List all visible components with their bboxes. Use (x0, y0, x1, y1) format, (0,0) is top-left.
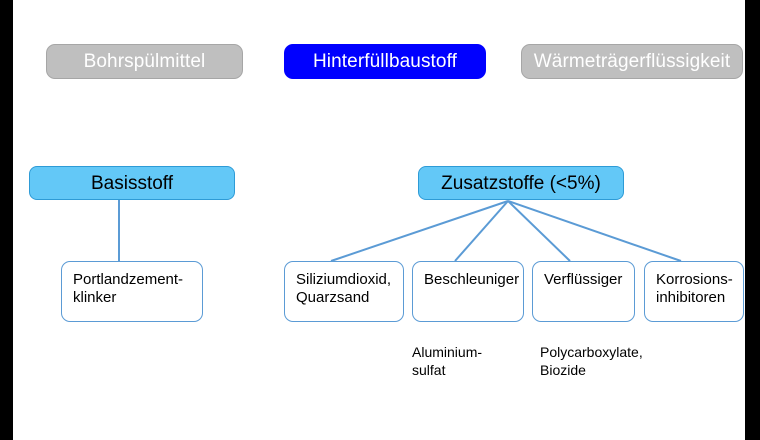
node-verfluessiger[interactable]: Verflüssiger (532, 261, 635, 322)
annotation-line-2: Biozide (540, 362, 586, 378)
node-korrosionsinhibitoren[interactable]: Korrosions- inhibitoren (644, 261, 744, 322)
node-zusatzstoffe[interactable]: Zusatzstoffe (<5%) (418, 166, 624, 200)
connector-zusatzstoffe-beschleuniger (454, 200, 509, 262)
node-label: Basisstoff (90, 172, 174, 194)
connector-zusatzstoffe-verfluessiger (507, 200, 571, 262)
node-label-line-1: Beschleuniger (424, 271, 520, 288)
node-label-line-1: Siliziumdioxid, (296, 271, 392, 288)
annotation-polycarboxylate-biozide: Polycarboxylate, Biozide (540, 343, 643, 379)
annotation-line-1: Aluminium- (412, 344, 483, 360)
category-tab-bohrspuelmittel[interactable]: Bohrspülmittel (46, 44, 243, 79)
category-tab-label: Wärmeträgerflüssigkeit (533, 51, 731, 72)
node-beschleuniger[interactable]: Beschleuniger (412, 261, 524, 322)
category-tab-waermetraegerfluessigkeit[interactable]: Wärmeträgerflüssigkeit (521, 44, 743, 79)
node-label: Zusatzstoffe (<5%) (441, 172, 601, 194)
connector-zusatzstoffe-korrosion (507, 200, 682, 262)
category-tab-hinterfuellbaustoff[interactable]: Hinterfüllbaustoff (284, 44, 486, 79)
node-label-line-1: Portlandzement- (73, 271, 184, 288)
node-siliziumdioxid-quarzsand[interactable]: Siliziumdioxid, Quarzsand (284, 261, 404, 322)
annotation-aluminiumsulfat: Aluminium- sulfat (412, 343, 482, 379)
annotation-line-1: Polycarboxylate, (540, 344, 643, 360)
category-tab-label: Hinterfüllbaustoff (312, 51, 458, 72)
connector-zusatzstoffe-silizium (330, 200, 509, 262)
node-label-line-2: klinker (73, 289, 117, 306)
category-tab-label: Bohrspülmittel (83, 51, 206, 72)
node-label-line-2: inhibitoren (656, 289, 726, 306)
node-portlandzementklinker[interactable]: Portlandzement- klinker (61, 261, 203, 322)
node-label-line-1: Verflüssiger (544, 271, 623, 288)
node-basisstoff[interactable]: Basisstoff (29, 166, 235, 200)
node-label-line-1: Korrosions- (656, 271, 733, 288)
diagram-page: Bohrspülmittel Hinterfüllbaustoff Wärmet… (13, 0, 745, 440)
node-label-line-2: Quarzsand (296, 289, 370, 306)
annotation-line-2: sulfat (412, 362, 446, 378)
